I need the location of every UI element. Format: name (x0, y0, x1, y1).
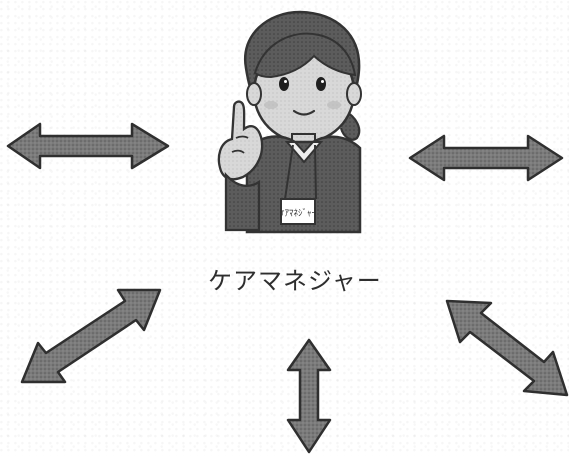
bottom-center-arrow (286, 338, 332, 454)
upper-right-arrow (408, 134, 564, 182)
name-tag-text: ｹｱﾏﾈｼﾞｬｰ (280, 208, 317, 219)
upper-left-arrow (6, 122, 170, 170)
care-manager-illustration: ｹｱﾏﾈｼﾞｬｰ (217, 10, 362, 234)
lower-right-arrow (445, 299, 569, 397)
lower-left-arrow (20, 288, 162, 384)
care-manager-label: ケアマネジャー (208, 267, 382, 295)
